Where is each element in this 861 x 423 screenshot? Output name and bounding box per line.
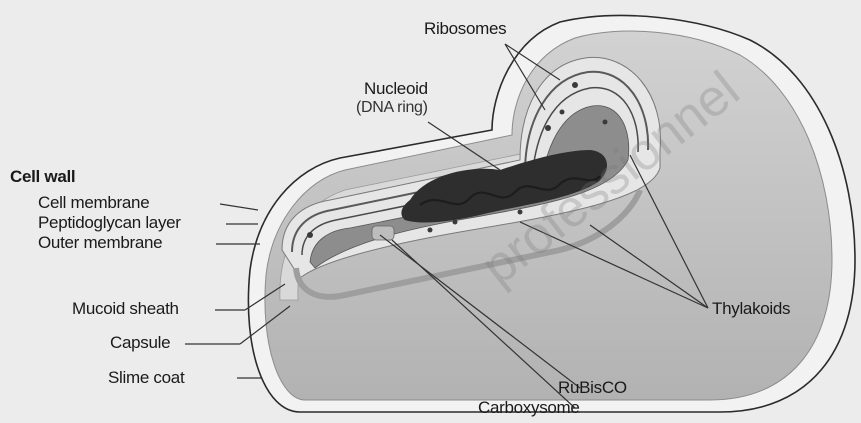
label-slime-coat: Slime coat bbox=[108, 369, 184, 386]
label-peptidoglycan-layer: Peptidoglycan layer bbox=[38, 214, 181, 231]
label-dna-ring: (DNA ring) bbox=[356, 100, 428, 116]
label-outer-membrane: Outer membrane bbox=[38, 234, 162, 251]
label-nucleoid: Nucleoid bbox=[364, 80, 428, 97]
label-thylakoids: Thylakoids bbox=[712, 300, 790, 317]
label-carboxysome: Carboxysome bbox=[478, 399, 580, 416]
label-mucoid-sheath: Mucoid sheath bbox=[72, 300, 179, 317]
label-capsule: Capsule bbox=[110, 334, 170, 351]
label-rubisco: RuBisCO bbox=[558, 379, 627, 396]
label-cell-membrane: Cell membrane bbox=[38, 194, 149, 211]
label-cell-wall: Cell wall bbox=[10, 168, 75, 185]
label-ribosomes: Ribosomes bbox=[424, 20, 506, 37]
